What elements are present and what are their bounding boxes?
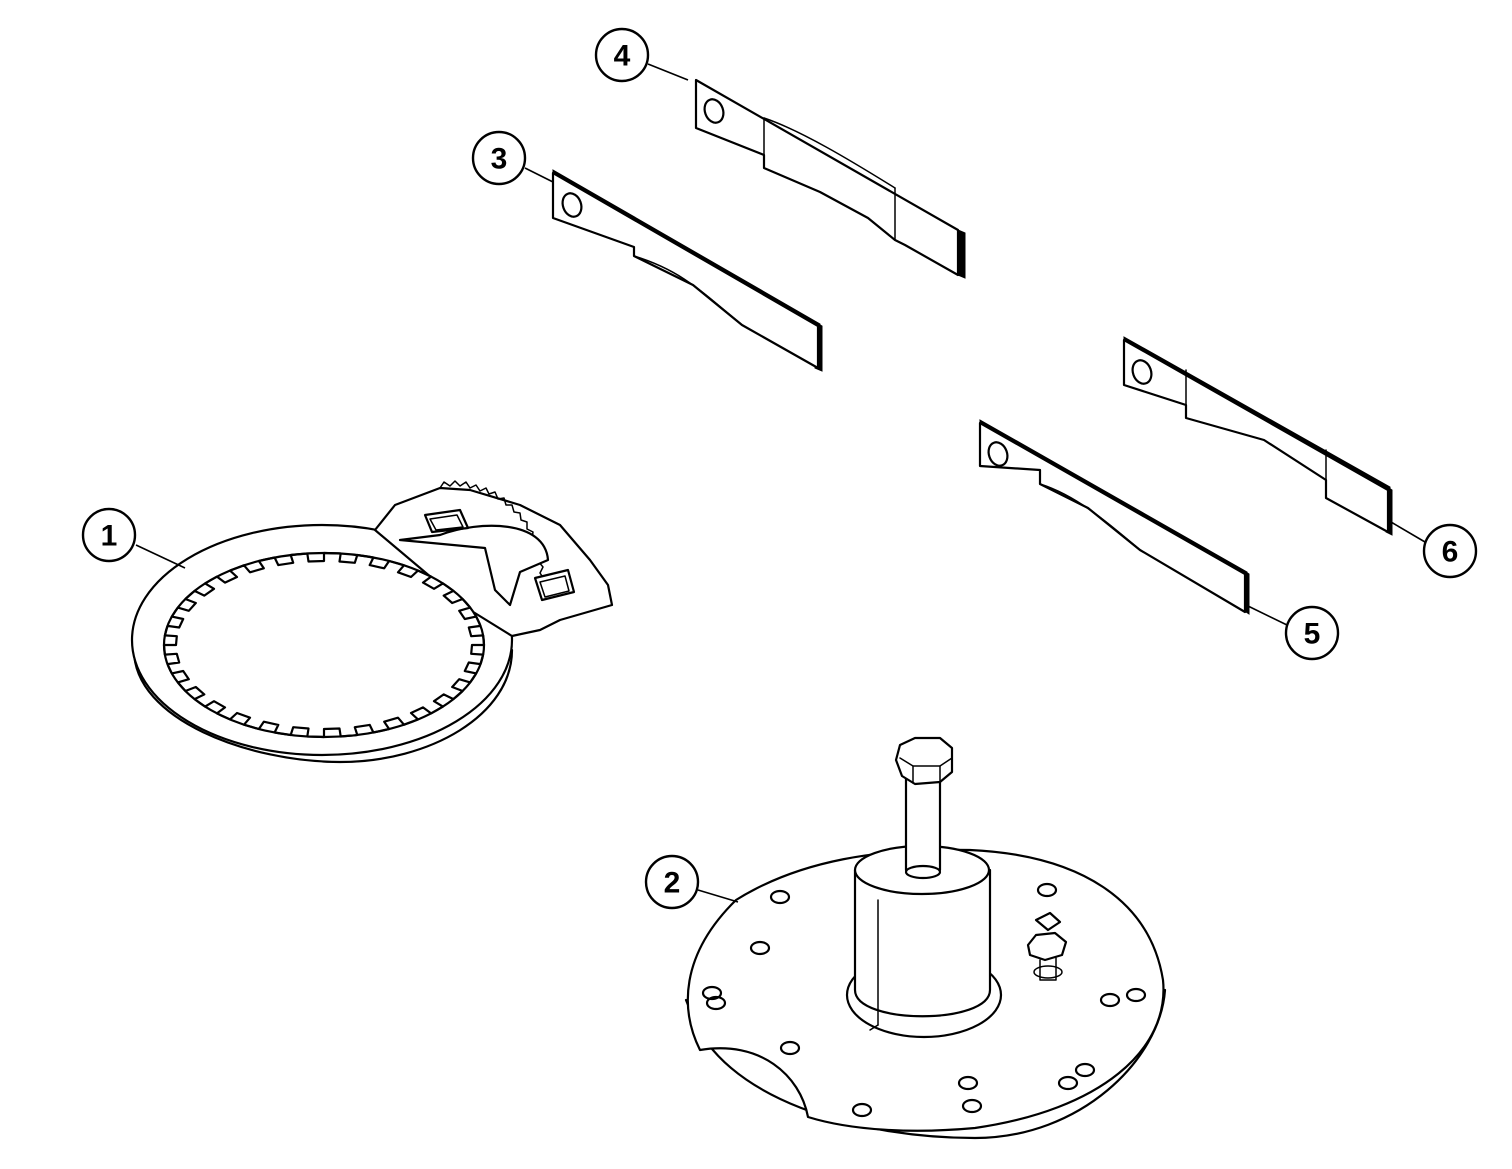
- callout-6-label: 6: [1442, 536, 1459, 569]
- inner-splines: [162, 551, 486, 739]
- callout-2: 2: [644, 854, 739, 910]
- callout-5-label: 5: [1304, 618, 1321, 651]
- mounting-hole: [1125, 987, 1147, 1003]
- mounting-hole: [701, 985, 723, 1001]
- mounting-hole: [1074, 1062, 1096, 1078]
- part-6-strip: [1122, 336, 1393, 536]
- mounting-holes: [701, 882, 1147, 1118]
- part-5-strip: [978, 419, 1250, 615]
- callout-6: 6: [1390, 521, 1478, 579]
- callout-1: 1: [81, 507, 186, 569]
- part-4-strip: [694, 78, 966, 279]
- callout-1-label: 1: [101, 520, 118, 553]
- mounting-hole: [957, 1075, 979, 1091]
- callout-2-label: 2: [664, 867, 681, 900]
- part-2-base-plate: [684, 736, 1167, 1140]
- spline-teeth: [162, 551, 486, 739]
- mounting-hole: [705, 995, 727, 1011]
- mounting-hole: [851, 1102, 873, 1118]
- mounting-hole: [1099, 992, 1121, 1008]
- mounting-hole: [779, 1040, 801, 1056]
- mounting-hole: [1057, 1075, 1079, 1091]
- callout-3: 3: [471, 130, 554, 186]
- part-3-strip: [551, 169, 823, 372]
- callout-3-label: 3: [491, 143, 508, 176]
- callout-4: 4: [594, 27, 689, 83]
- mounting-hole: [749, 940, 771, 956]
- callout-4-label: 4: [614, 40, 631, 73]
- callout-5: 5: [1247, 605, 1340, 661]
- mounting-hole: [769, 889, 791, 905]
- mounting-hole: [961, 1098, 983, 1114]
- mounting-hole: [1036, 882, 1058, 898]
- part-1-gear-ring: [130, 480, 614, 764]
